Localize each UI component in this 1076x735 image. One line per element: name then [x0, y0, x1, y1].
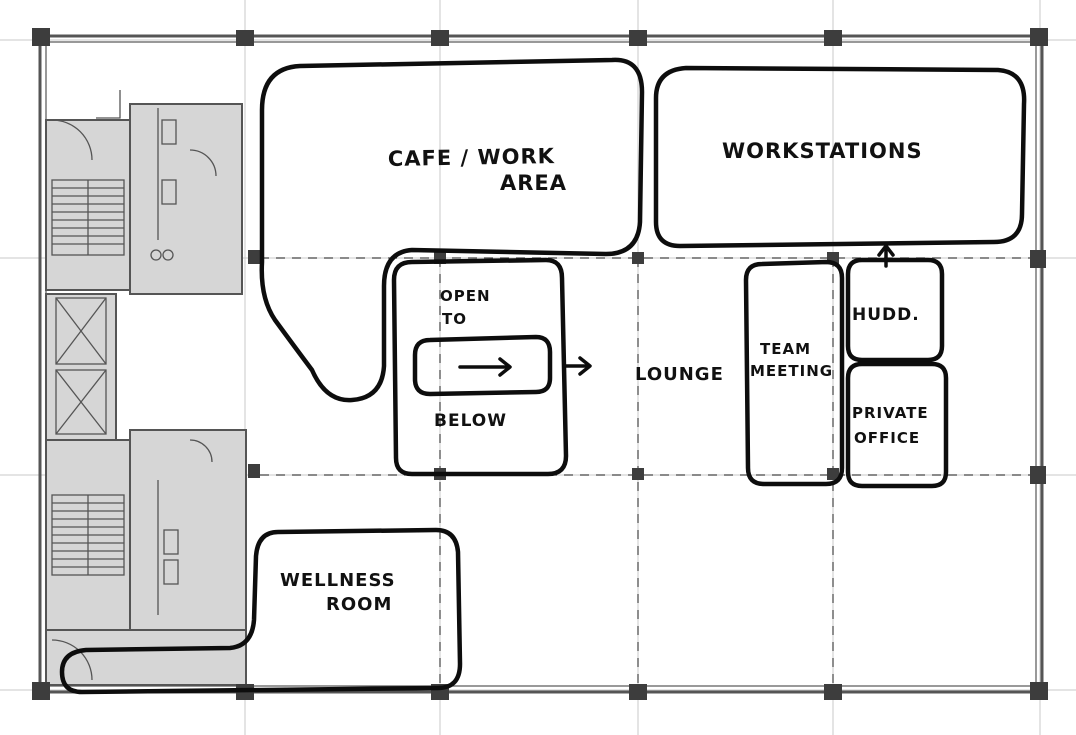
huddle-bubble: [845, 257, 945, 363]
open-to-below-inner-bubble: [412, 334, 553, 397]
lounge-label: LOUNGE: [635, 364, 724, 385]
wellness-room-bubble: [59, 527, 463, 695]
stair-bottom-icon: [51, 494, 125, 681]
team-label-line2: MEETING: [750, 362, 833, 380]
arrow-right-icon: [458, 357, 512, 377]
team-label-line1: TEAM: [760, 340, 811, 358]
wellness-label-line1: WELLNESS: [280, 570, 396, 591]
structural-columns: [32, 28, 1048, 700]
building-core: [45, 90, 247, 686]
private-label-line1: PRIVATE: [852, 404, 929, 422]
cafe-label-line2: AREA: [500, 171, 567, 195]
stair-top-icon: [51, 119, 125, 256]
private-office-bubble: [845, 361, 949, 489]
cafe-label-line1: CAFE / WORK: [388, 144, 556, 171]
circulation-arrows: [458, 244, 895, 377]
zone-bubbles: [59, 57, 1027, 695]
cafe-work-area-bubble: [259, 57, 645, 403]
team-meeting-bubble: [743, 259, 845, 487]
zone-labels: CAFE / WORK AREA WORKSTATIONS OPEN TO BE…: [280, 139, 929, 615]
arrow-up-icon: [877, 244, 895, 268]
arrow-right-icon: [562, 356, 592, 376]
open-to-below-bubble: [391, 257, 569, 477]
workstations-label: WORKSTATIONS: [722, 139, 923, 163]
open-label-line3: BELOW: [434, 411, 507, 431]
workstations-bubble: [653, 65, 1027, 249]
open-label-line1: OPEN: [440, 287, 491, 305]
wellness-label-line2: ROOM: [326, 594, 392, 615]
open-label-line2: TO: [442, 310, 467, 328]
huddle-label: HUDD.: [852, 305, 920, 325]
restroom-fixtures-icon: [96, 90, 217, 615]
elevator-icon: [55, 297, 107, 435]
private-label-line2: OFFICE: [854, 429, 920, 447]
